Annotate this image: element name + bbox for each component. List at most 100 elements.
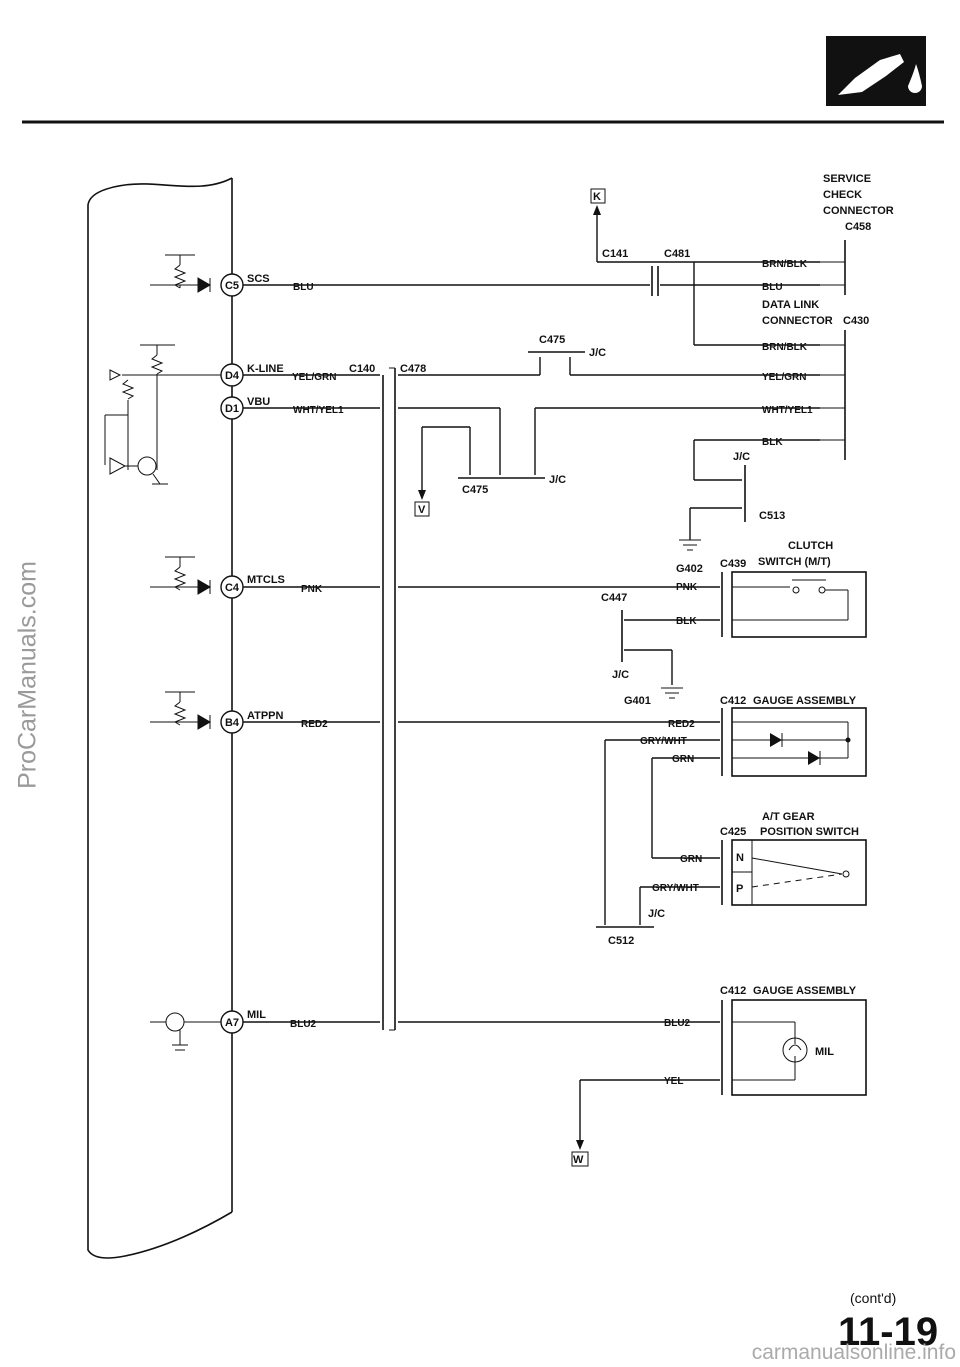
wire-gry-wht-2: GRY/WHT [652,883,699,894]
conn-g401: G401 [624,695,651,707]
conn-c140: C140 [349,363,375,375]
wire-pnk: PNK [301,584,323,595]
pin-a7: A7 [220,1010,244,1034]
data-link-line1: DATA LINK [762,299,819,311]
conn-jc-1: J/C [589,347,606,359]
signal-atppn: ATPPN [247,710,284,722]
pin-d1-label: D1 [225,403,239,415]
conn-c475-mid: C475 [462,484,488,496]
clutch-line1: CLUTCH [788,540,833,552]
wire-grn: GRN [672,754,694,765]
wire-yel-grn-right: YEL/GRN [762,372,806,383]
gauge-b-box [721,999,867,1096]
kline-internal-circuit [104,344,232,485]
conn-c447: C447 [601,592,627,604]
mil-internal-driver [150,1012,222,1051]
wire-blu-right: BLU [762,282,783,293]
wire-blu: BLU [293,282,314,293]
wire-yel-grn: YEL/GRN [292,372,336,383]
pin-c5-label: C5 [225,280,239,292]
wire-blk: BLK [762,437,783,448]
c140-c478-bar [382,367,396,1031]
gauge-a-box [721,707,867,777]
data-link-line2: CONNECTOR [762,315,833,327]
ground-g401 [661,687,683,699]
page-number: 11-19 [838,1310,939,1354]
clutch-line2: SWITCH (M/T) [758,556,831,568]
pin-a7-label: A7 [225,1017,239,1029]
conn-c458: C458 [845,221,871,233]
ground-g402 [679,539,701,551]
wire-runs [243,215,820,1140]
signal-scs: SCS [247,273,270,285]
ref-k-label: K [593,191,601,203]
wire-pnk-right: PNK [676,582,698,593]
watermark-left-text: ProCarManuals.com [13,561,42,789]
wire-blu2-right: BLU2 [664,1018,691,1029]
conn-c481: C481 [664,248,690,260]
wire-wht-yel1-right: WHT/YEL1 [762,405,813,416]
wire-brn-blk: BRN/BLK [762,259,808,270]
pin-c5: C5 [220,273,244,297]
service-check-line1: SERVICE [823,173,871,185]
conn-c412a: C412 [720,695,746,707]
watermark-left: ProCarManuals.com [8,455,48,895]
wire-blu2: BLU2 [290,1019,317,1030]
mtcls-internal-circuit [150,556,211,595]
pin-d4: D4 [220,363,244,387]
gauge-b-label: GAUGE ASSEMBLY [753,985,857,997]
signal-vbu: VBU [247,396,270,408]
wire-blk-right: BLK [676,616,697,627]
conn-c439: C439 [720,558,746,570]
watermark-bottom: carmanualsonline.info [751,1341,956,1364]
clutch-switch-box [721,571,867,638]
atgear-line1: A/T GEAR [762,811,815,823]
atgear-line2: POSITION SWITCH [760,826,859,838]
conn-jc-2: J/C [549,474,566,486]
conn-c478: C478 [400,363,426,375]
pin-d1: D1 [220,396,244,420]
signal-kline: K-LINE [247,363,284,375]
conn-c513: C513 [759,510,785,522]
signal-mtcls: MTCLS [247,574,285,586]
ref-k: K [590,188,606,215]
wire-grn-2: GRN [680,854,702,865]
conn-c141: C141 [602,248,628,260]
conn-c512: C512 [608,935,634,947]
pin-b4-label: B4 [225,717,240,729]
atgear-p: P [736,883,743,895]
wire-gry-wht: GRY/WHT [640,736,687,747]
conn-c475-top: C475 [539,334,565,346]
pin-d4-label: D4 [225,370,240,382]
pin-c4: C4 [220,575,244,599]
pin-b4: B4 [220,710,244,734]
scs-internal-circuit [150,254,211,293]
conn-c425: C425 [720,826,746,838]
signal-mil: MIL [247,1009,266,1021]
c141-c481-bar [651,266,659,296]
conn-c430: C430 [843,315,869,327]
conn-c412b: C412 [720,985,746,997]
continued-note: (cont'd) [850,1290,897,1306]
wire-red2: RED2 [301,719,328,730]
pin-c4-label: C4 [225,582,240,594]
wire-brn-blk-2: BRN/BLK [762,342,808,353]
ecm-outline [87,177,233,1259]
conn-jc-3: J/C [733,451,750,463]
wire-red2-right: RED2 [668,719,695,730]
conn-jc-5: J/C [648,908,665,920]
atppn-internal-circuit [150,691,211,730]
fuel-pump-icon [826,36,926,106]
atgear-n: N [736,852,744,864]
conn-g402: G402 [676,563,703,575]
mil-lamp-label: MIL [815,1046,834,1058]
conn-jc-4: J/C [612,669,629,681]
gauge-a-label: GAUGE ASSEMBLY [753,695,857,707]
service-check-line3: CONNECTOR [823,205,894,217]
wire-wht-yel1: WHT/YEL1 [293,405,344,416]
ref-w-label: W [573,1154,584,1166]
ref-v: V [414,490,430,517]
ref-v-label: V [418,504,426,516]
mil-lamp-icon [782,1037,808,1063]
